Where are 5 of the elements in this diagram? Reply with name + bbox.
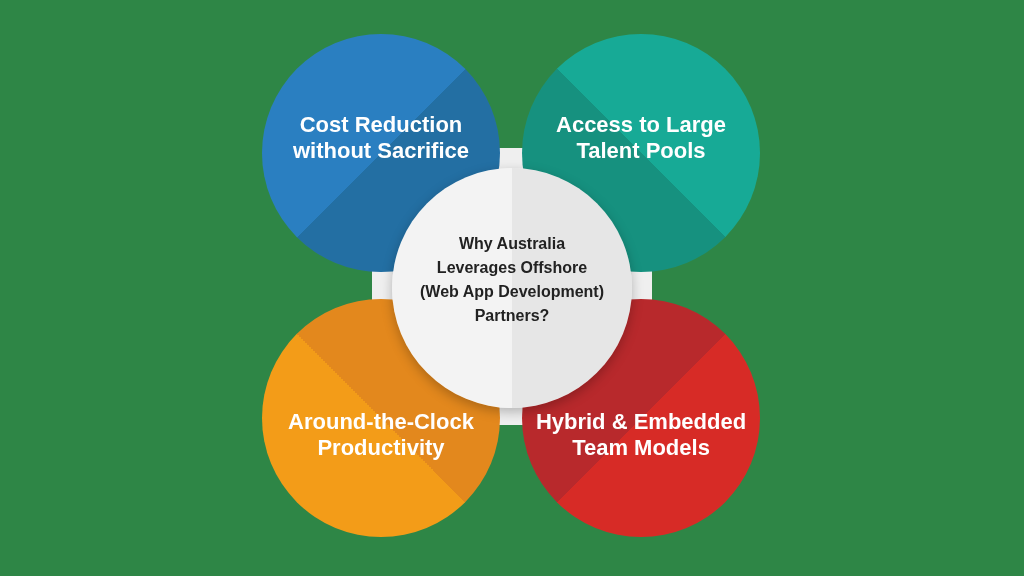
benefit-label: Cost Reduction without Sacrifice (291, 112, 470, 164)
benefit-label: Hybrid & Embedded Team Models (534, 409, 748, 461)
benefit-label: Around-the-Clock Productivity (287, 409, 475, 461)
central-question-text: Why Australia Leverages Offshore (Web App Development) Partners? (420, 234, 604, 326)
benefit-label: Access to Large Talent Pools (555, 112, 727, 164)
